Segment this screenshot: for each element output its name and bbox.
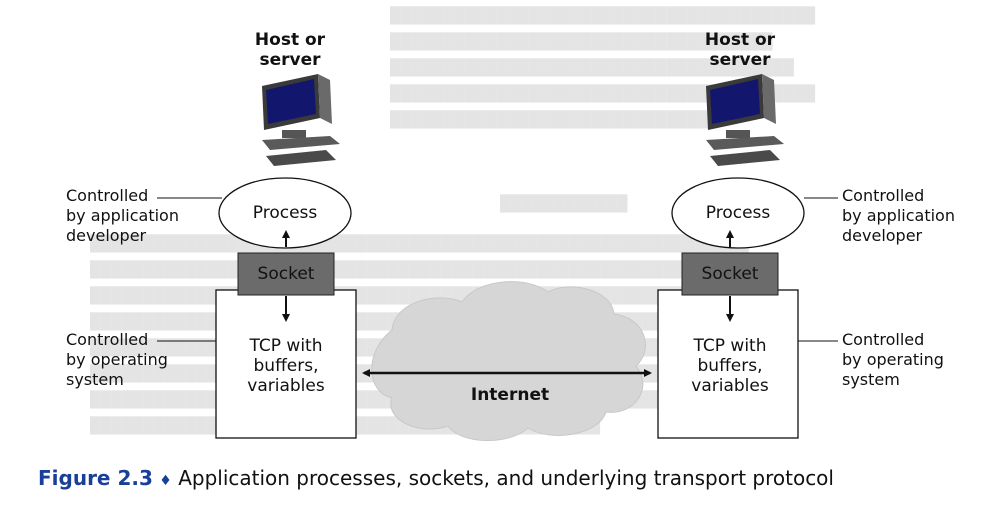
- right-app-control-label-line1: Controlled: [842, 186, 925, 205]
- figure-caption: Figure 2.3 ♦ Application processes, sock…: [38, 466, 834, 490]
- right-host-label: Host or server: [690, 30, 790, 70]
- right-app-control-label: Controlled by application developer: [842, 186, 955, 246]
- left-socket-label: Socket: [257, 264, 315, 284]
- figure-number: Figure 2.3: [38, 466, 153, 490]
- left-socket-box: [237, 252, 335, 296]
- right-process-ellipse: [671, 177, 805, 249]
- left-tcp-label-line1: TCP with: [249, 336, 323, 356]
- right-host-label-line1: Host or: [704, 30, 776, 50]
- internet-cloud: [371, 281, 646, 441]
- left-host-label-line2: server: [259, 50, 321, 70]
- right-tcp-label-line3: variables: [691, 376, 769, 396]
- caption-bullet: ♦: [159, 473, 172, 489]
- left-tcp-label-line2: buffers,: [253, 356, 319, 376]
- caption-text: Application processes, sockets, and unde…: [178, 466, 834, 490]
- left-os-control-label-line1: Controlled: [66, 330, 149, 349]
- left-host-label-line1: Host or: [254, 30, 326, 50]
- right-process-label: Process: [705, 203, 771, 223]
- left-os-control-label-line3: system: [66, 370, 124, 389]
- left-app-control-label-line1: Controlled: [66, 186, 149, 205]
- left-tcp-label-line3: variables: [247, 376, 325, 396]
- left-os-control-label: Controlled by operating system: [66, 330, 168, 390]
- right-socket-box: [681, 252, 779, 296]
- right-host-label-line2: server: [709, 50, 771, 70]
- left-process-label: Process: [252, 203, 318, 223]
- right-os-control-label-line2: by operating: [842, 350, 944, 369]
- right-os-control-label: Controlled by operating system: [842, 330, 944, 390]
- right-tcp-label-line2: buffers,: [697, 356, 763, 376]
- left-host-label: Host or server: [240, 30, 340, 70]
- left-app-control-label-line2: by application: [66, 206, 179, 225]
- left-process-ellipse: [218, 177, 352, 249]
- right-tcp-label: TCP with buffers, variables: [670, 336, 790, 396]
- right-os-control-label-line1: Controlled: [842, 330, 925, 349]
- left-tcp-label: TCP with buffers, variables: [226, 336, 346, 396]
- right-socket-label: Socket: [701, 264, 759, 284]
- left-app-control-label-line3: developer: [66, 226, 147, 245]
- right-tcp-label-line1: TCP with: [693, 336, 767, 356]
- left-os-control-label-line2: by operating: [66, 350, 168, 369]
- left-app-control-label: Controlled by application developer: [66, 186, 179, 246]
- internet-label: Internet: [470, 385, 550, 405]
- right-app-control-label-line2: by application: [842, 206, 955, 225]
- right-app-control-label-line3: developer: [842, 226, 923, 245]
- right-computer-icon: [706, 74, 784, 166]
- right-os-control-label-line3: system: [842, 370, 900, 389]
- left-computer-icon: [262, 74, 340, 166]
